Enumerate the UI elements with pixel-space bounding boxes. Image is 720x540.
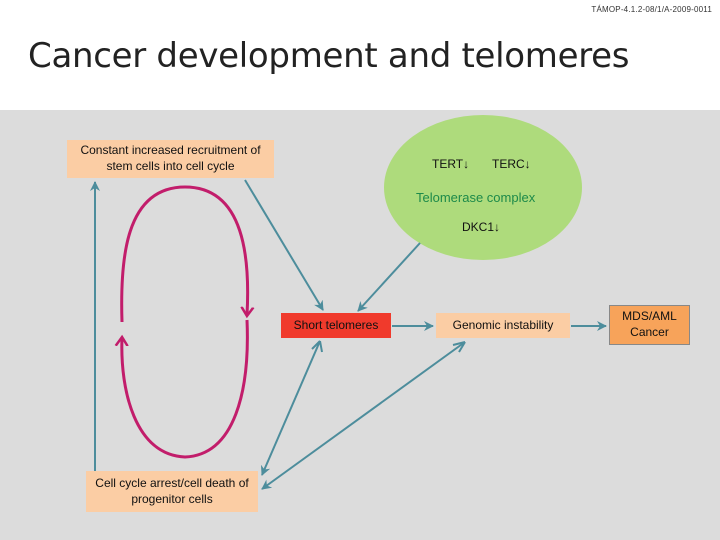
recruitment-box: Constant increased recruitment of stem c… <box>67 140 274 178</box>
telomerase-ellipse <box>384 115 582 260</box>
header-code: TÁMOP-4.1.2-08/1/A-2009-0011 <box>591 5 712 14</box>
genomic-instability-label: Genomic instability <box>452 317 554 332</box>
outcome-label: MDS/AML Cancer <box>622 309 677 339</box>
outcome-box: MDS/AML Cancer <box>609 305 690 345</box>
short-telomeres-label: Short telomeres <box>293 317 379 332</box>
terc-label: TERC↓ <box>492 157 531 171</box>
telomerase-complex-label: Telomerase complex <box>416 190 536 205</box>
tert-label: TERT↓ <box>432 157 470 171</box>
short-telomeres-box: Short telomeres <box>281 313 391 338</box>
recruitment-label: Constant increased recruitment of stem c… <box>80 143 261 173</box>
genomic-instability-box: Genomic instability <box>436 313 570 338</box>
arrest-box: Cell cycle arrest/cell death of progenit… <box>86 471 258 512</box>
arrest-label: Cell cycle arrest/cell death of progenit… <box>95 475 249 506</box>
slide-title: Cancer development and telomeres <box>28 36 630 76</box>
dkc1-label: DKC1↓ <box>462 220 501 234</box>
